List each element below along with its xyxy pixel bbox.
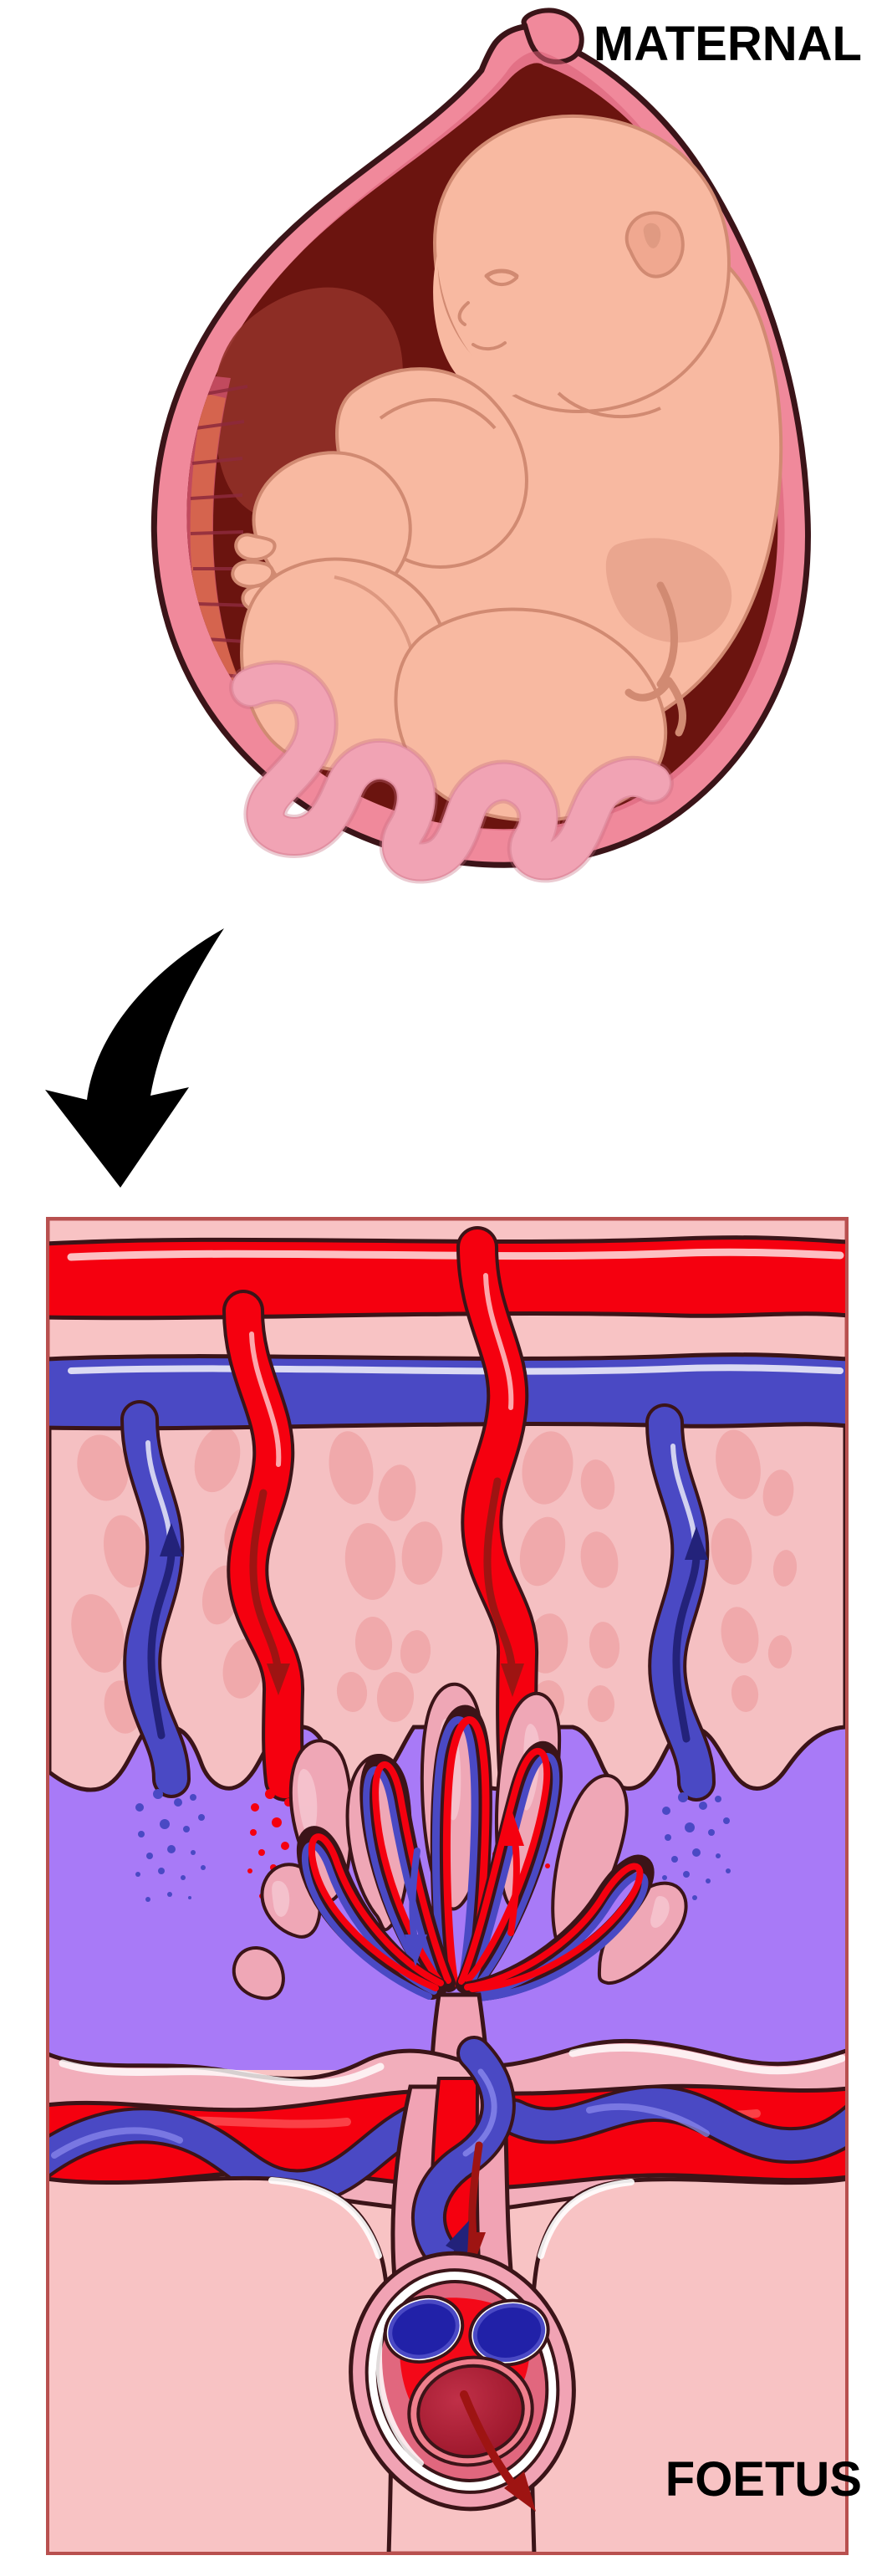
maternal-vein-trunk bbox=[49, 1352, 845, 1431]
umbilical-cord-cross-section bbox=[349, 2251, 576, 2512]
fetus-ear bbox=[624, 211, 685, 279]
umbilical-cord bbox=[229, 660, 674, 884]
fetus bbox=[231, 114, 783, 822]
foetus-label: FOETUS bbox=[665, 2452, 862, 2507]
curved-down-arrow-icon bbox=[45, 928, 224, 1188]
uterus-illustration bbox=[150, 8, 811, 884]
chorionic-villus-tree bbox=[232, 1682, 688, 2108]
maternal-artery-trunk bbox=[49, 1235, 845, 1321]
decidual-lobules bbox=[71, 1426, 798, 1734]
foetal-tissue-left bbox=[49, 2175, 394, 2552]
villus-capillaries bbox=[296, 1705, 655, 2001]
umbilical-cord-detail bbox=[349, 2036, 576, 2512]
vein-uptake-spray-2 bbox=[662, 1792, 731, 1900]
maternal-spiral-artery-1 bbox=[222, 1290, 315, 1899]
placenta-detail-illustration bbox=[46, 1217, 849, 2555]
vein-uptake-spray-1 bbox=[135, 1789, 206, 1902]
maternal-vein-branch-2 bbox=[645, 1403, 731, 1900]
maternal-vein-branch-1 bbox=[120, 1400, 206, 1902]
foetal-flow-arrow bbox=[460, 2390, 520, 2492]
chorionic-surface-veins bbox=[49, 2085, 845, 2206]
maternal-label: MATERNAL bbox=[593, 17, 862, 71]
